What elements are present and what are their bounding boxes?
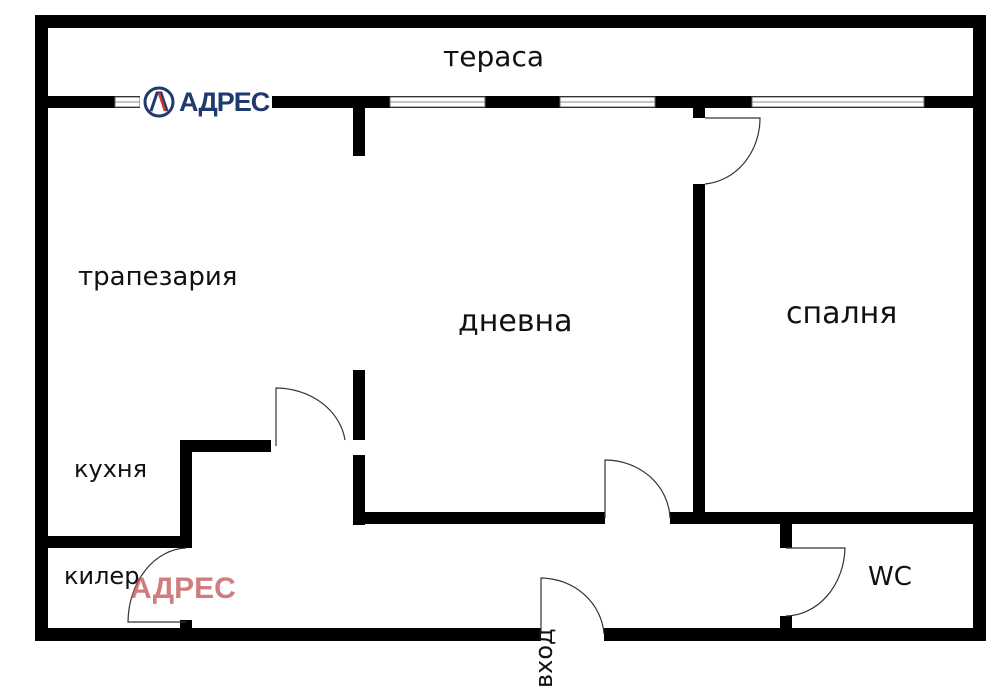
wall-wc	[780, 524, 792, 548]
room-label-terrace: тераса	[443, 40, 545, 73]
room-label-dining: трапезария	[78, 262, 238, 292]
outer-wall-bottom	[35, 628, 541, 641]
logo: АДРЕС	[140, 86, 273, 118]
room-label-wc: WC	[868, 562, 912, 592]
outer-wall-right	[973, 15, 986, 641]
logo-text: АДРЕС	[179, 86, 270, 117]
room-label-kitchen: кухня	[74, 455, 148, 483]
wall-kitchen	[180, 440, 192, 548]
room-label-living: дневна	[458, 304, 573, 339]
door-bedroom	[704, 117, 761, 185]
wall-dining-living	[353, 455, 365, 525]
logo-icon	[143, 86, 175, 118]
door-wc	[785, 547, 846, 617]
wall-living-bottom	[670, 512, 985, 524]
wall-bedroom	[693, 184, 705, 514]
wall-dining-living	[353, 108, 365, 156]
door-living	[604, 459, 671, 519]
outer-wall-top	[35, 15, 985, 28]
room-label-bedroom: спалня	[786, 296, 898, 331]
door-pantry	[127, 547, 187, 623]
wall-pantry	[35, 536, 192, 548]
wall-pantry	[180, 620, 192, 632]
wall-bedroom	[693, 108, 705, 118]
room-label-entrance: вход	[530, 628, 558, 688]
door-kitchen	[275, 387, 346, 446]
outer-wall-left	[35, 15, 48, 641]
outer-wall-bottom	[604, 628, 986, 641]
watermark: АДРЕС	[130, 572, 236, 605]
door-entrance	[540, 577, 605, 635]
wall-wc	[780, 616, 792, 628]
terrace-wall	[35, 96, 985, 108]
wall-dining-living	[353, 370, 365, 440]
wall-living-bottom	[353, 512, 605, 524]
room-label-pantry: килер	[64, 562, 140, 590]
wall-kitchen	[183, 440, 271, 452]
